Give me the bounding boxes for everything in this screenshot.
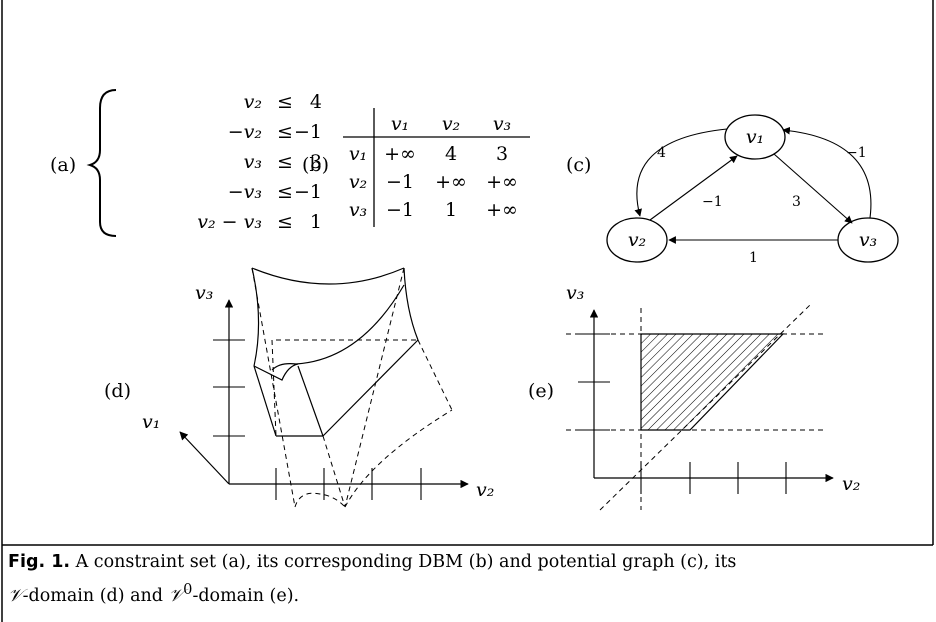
- graph-node-v1: [724, 114, 786, 160]
- constraint-op: ≤: [277, 181, 293, 203]
- caption-v0-symbol: 𝒱: [168, 585, 184, 606]
- dbm-col-header: v₁: [391, 113, 409, 135]
- dbm-row-header: v₁: [349, 143, 367, 165]
- caption-v-symbol: 𝒱: [8, 585, 23, 606]
- constraint-op: ≤: [277, 121, 293, 143]
- constraint-rhs: 1: [310, 211, 322, 233]
- graph-edge-label: −1: [702, 194, 723, 210]
- dbm-cell: 3: [496, 143, 508, 165]
- hidden-edge: [322, 435, 346, 508]
- dbm-cell: 4: [445, 143, 457, 165]
- hidden-edge: [271, 339, 277, 437]
- graph-edge-label: 1: [749, 250, 758, 266]
- constraint-rhs: −1: [294, 121, 322, 143]
- dbm-row-header: v₃: [349, 199, 367, 221]
- axis-label-v2: v₂: [842, 473, 860, 495]
- caption-v0-superscript: 0: [183, 581, 193, 598]
- constraint-op: ≤: [277, 91, 293, 113]
- dbm-col-header: v₂: [442, 113, 460, 135]
- graph-edge-v3-v1: [782, 126, 872, 219]
- constraint-op: ≤: [277, 151, 293, 173]
- graph-node-label: v₂: [628, 229, 646, 251]
- potential-graph: v₁ v₂ v₃ 4 −1 3 −1 1: [606, 114, 899, 266]
- v-domain-plot: v₃ v₂ v₁: [142, 267, 494, 508]
- surface-right: [403, 267, 419, 341]
- v0-domain-plot: v₃ v₂: [566, 282, 860, 511]
- bound-line: [599, 304, 811, 511]
- axis-label-v3: v₃: [195, 282, 213, 304]
- dbm-cell: −1: [386, 171, 414, 193]
- hidden-curve: [294, 492, 346, 508]
- graph-edge-label: −1: [846, 145, 867, 161]
- surface-edge: [297, 365, 324, 437]
- surface-edge: [322, 339, 419, 437]
- surface-left: [251, 267, 260, 367]
- hidden-edge: [417, 339, 453, 411]
- axis-label-v3: v₃: [566, 282, 584, 304]
- constraint-lhs: v₃: [244, 151, 262, 173]
- dbm-cell: 1: [445, 199, 457, 221]
- constraint-lhs: −v₂: [228, 121, 262, 143]
- axis-v1: [179, 431, 230, 485]
- feasible-region: [640, 333, 785, 431]
- dbm-cell: +∞: [486, 171, 518, 193]
- graph-edge-v2-v1: [649, 155, 738, 221]
- hidden-edge: [344, 267, 405, 508]
- caption-text: -domain (d) and: [22, 585, 169, 606]
- graph-edge-v1-v2: [634, 128, 728, 217]
- constraint-brace: [86, 89, 117, 237]
- dbm-col-header: v₃: [493, 113, 511, 135]
- panel-label-e: (e): [528, 380, 554, 402]
- constraint-set: v₂ ≤ 4 −v₂ ≤ −1 v₃ ≤ 3 −v₃ ≤ −1 v₂ − v₃ …: [197, 91, 322, 233]
- constraint-rhs: 3: [310, 151, 322, 173]
- graph-node-label: v₃: [859, 229, 877, 251]
- surface-notch: [253, 363, 299, 381]
- constraint-rhs: 4: [310, 91, 322, 113]
- dbm-cell: +∞: [384, 143, 416, 165]
- axis-label-v2: v₂: [476, 479, 494, 501]
- surface-inner-curve: [271, 284, 405, 371]
- panel-label-c: (c): [566, 154, 591, 176]
- caption-text: -domain (e).: [192, 585, 300, 606]
- graph-edge-v1-v3: [773, 153, 853, 224]
- caption-text: A constraint set (a), its corresponding …: [70, 552, 737, 572]
- dbm-cell: −1: [386, 199, 414, 221]
- dbm-table: v₁ v₂ v₃ v₁ v₂ v₃ +∞ 4 3 −1 +∞ +∞ −1 1 +…: [343, 108, 530, 227]
- figure-caption: Fig. 1. A constraint set (a), its corres…: [8, 549, 928, 610]
- graph-node-label: v₁: [746, 126, 764, 148]
- graph-node-v2: [606, 217, 668, 263]
- constraint-lhs: v₂ − v₃: [197, 211, 262, 233]
- panel-label-d: (d): [104, 380, 131, 402]
- constraint-lhs: v₂: [244, 91, 262, 113]
- panel-label-a: (a): [50, 154, 76, 176]
- constraint-rhs: −1: [294, 181, 322, 203]
- dbm-cell: +∞: [435, 171, 467, 193]
- panel-label-b: (b): [302, 154, 329, 176]
- constraint-op: ≤: [277, 211, 293, 233]
- surface-top: [251, 267, 405, 285]
- hidden-curve: [344, 409, 453, 508]
- surface-edge: [253, 365, 277, 437]
- graph-edge-label: 3: [792, 194, 801, 210]
- dbm-cell: +∞: [486, 199, 518, 221]
- graph-edge-label: 4: [657, 145, 666, 161]
- axis-label-v1: v₁: [142, 411, 160, 433]
- caption-label: Fig. 1.: [8, 552, 71, 572]
- constraint-lhs: −v₃: [228, 181, 262, 203]
- caption-line-1: Fig. 1. A constraint set (a), its corres…: [8, 549, 928, 576]
- dbm-row-header: v₂: [349, 171, 367, 193]
- caption-line-2: 𝒱-domain (d) and 𝒱0-domain (e).: [8, 576, 928, 610]
